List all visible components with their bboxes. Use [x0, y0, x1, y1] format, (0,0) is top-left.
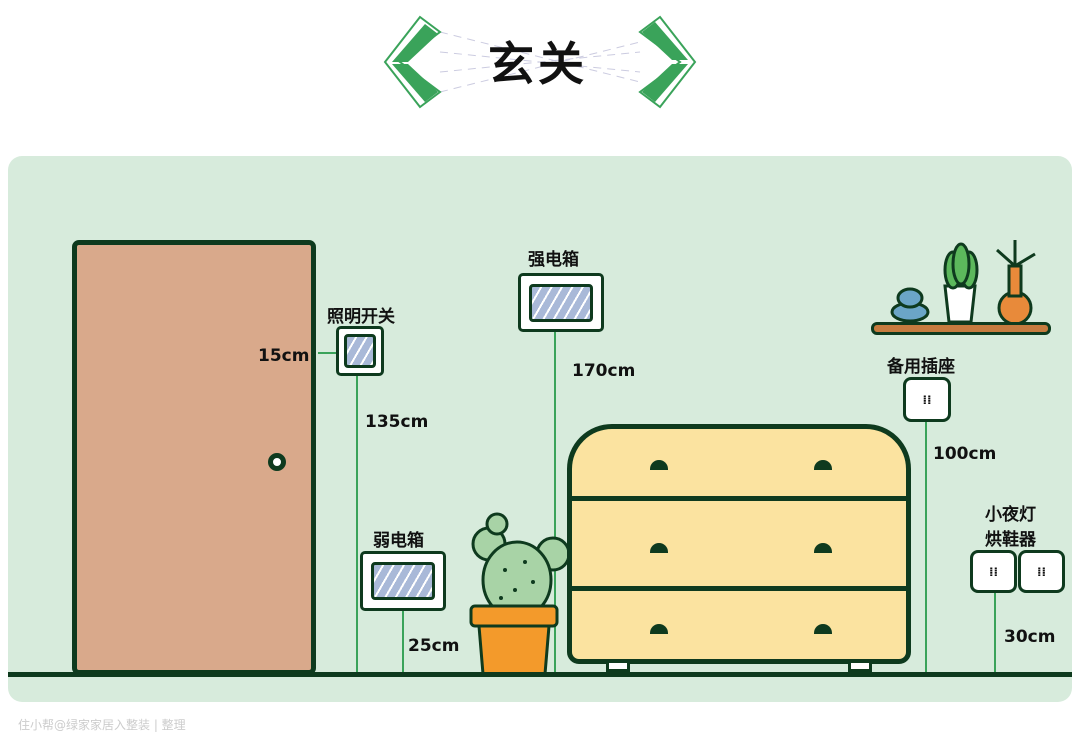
drawer-divider	[567, 586, 911, 591]
height-line	[925, 422, 927, 674]
light-switch	[336, 326, 384, 376]
weak-electric-box	[360, 551, 446, 611]
drawer-handle	[814, 460, 832, 470]
night-light-socket: ⁞⁞	[970, 550, 1017, 593]
drawer-handle	[650, 543, 668, 553]
height-line	[554, 332, 556, 674]
offset-line	[318, 352, 336, 354]
light-switch-offset: 15cm	[258, 346, 310, 366]
dresser-leg	[848, 660, 872, 672]
title-banner-frame	[383, 15, 697, 109]
main-box-height: 170cm	[572, 361, 636, 381]
drawer-handle	[650, 460, 668, 470]
wall-shelf	[871, 322, 1051, 335]
height-line	[402, 611, 404, 674]
drawer-handle	[814, 624, 832, 634]
height-line	[356, 376, 358, 674]
cactus-plant	[469, 512, 571, 676]
main-box-label: 强电箱	[528, 250, 579, 270]
page-title: 玄关	[488, 37, 588, 91]
door-knob	[268, 453, 286, 471]
drawer-divider	[567, 496, 911, 501]
shoe-dryer-socket: ⁞⁞	[1018, 550, 1065, 593]
dresser-leg	[606, 660, 630, 672]
spare-socket-height: 100cm	[933, 444, 997, 464]
shoe-dryer-label: 烘鞋器	[985, 530, 1036, 550]
watermark: 住小帮@绿家家居入整装 | 整理	[18, 718, 186, 732]
spare-socket: ⁞⁞	[903, 377, 951, 422]
light-switch-label: 照明开关	[327, 307, 395, 327]
dresser	[567, 424, 911, 664]
floor-line	[8, 672, 1072, 677]
weak-box-label: 弱电箱	[373, 531, 424, 551]
spare-socket-label: 备用插座	[887, 357, 955, 377]
drawer-handle	[814, 543, 832, 553]
weak-box-height: 25cm	[408, 636, 460, 656]
light-switch-height: 135cm	[365, 412, 429, 432]
main-electric-box	[518, 273, 604, 332]
shelf-plants	[890, 240, 1036, 326]
night-light-height: 30cm	[1004, 627, 1056, 647]
height-line	[994, 593, 996, 674]
night-light-label: 小夜灯	[985, 505, 1036, 525]
drawer-handle	[650, 624, 668, 634]
